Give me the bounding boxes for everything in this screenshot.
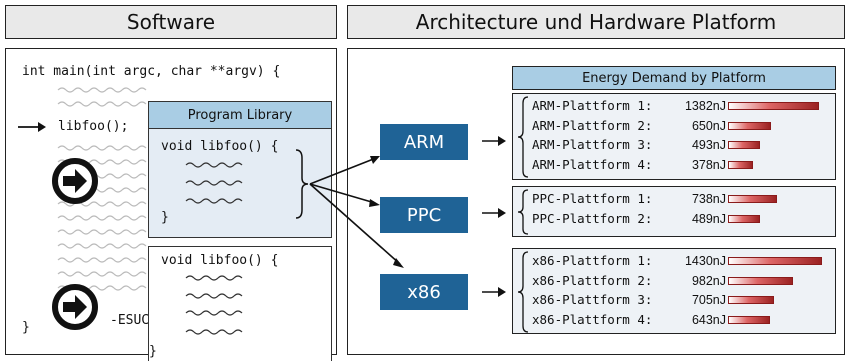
arrow-to-x86 [309,183,401,265]
energy-bar [728,195,777,203]
energy-row-value: 705nJ [691,293,726,307]
libfoo-call: libfoo(); [58,119,129,134]
main-signature: int main(int argc, char **argv) { [22,64,281,79]
platform-arm: ARM [380,124,468,160]
energy-row-label: ARM-Plattform 1: [532,98,653,113]
software-header: Software [5,5,337,39]
software-decorations [18,87,147,330]
energy-row-label: x86-Plattform 2: [532,272,653,288]
energy-row-value: 982nJ [691,273,726,288]
energy-brace-ppc [517,189,529,235]
energy-bar [728,214,761,223]
energy-row-label: x86-Plattform 1: [532,253,653,268]
energy-row-label: x86-Plattform 3: [532,292,653,307]
energy-row-value: 493nJ [691,138,726,152]
energy-brace-arm [517,96,529,178]
energy-row-value: 378nJ [691,157,726,172]
energy-group-ppc [512,186,836,237]
library-variant: void libfoo() { } [148,246,332,361]
energy-bar [728,160,753,169]
architecture-header-label: Architecture und Hardware Platform [415,10,777,34]
library-closing-brace: } [161,210,169,225]
arrow-arm-energy-head [498,136,506,146]
energy-bar [728,315,771,324]
energy-row-label: ARM-Plattform 2: [532,117,653,133]
energy-bar [728,141,761,149]
arrow-to-ppc [309,183,376,204]
platform-ppc-label: PPC [406,204,442,226]
energy-bar [728,276,793,285]
circled-arrow-icon [52,284,98,330]
energy-title-bar: Energy Demand by Platform [512,66,836,90]
arrow-to-arm-head [370,156,380,164]
energy-bar [728,121,771,130]
energy-row-value: 738nJ [691,192,726,206]
arrow-to-x86-head [393,258,404,268]
circled-arrow-icon [52,158,98,204]
energy-brace-x86 [517,251,529,333]
arrow-ppc-energy-head [498,208,506,218]
energy-row-label: PPC-Plattform 1: [532,191,653,206]
energy-row-value: 643nJ [691,312,726,327]
arrow-x86-energy-head [498,287,506,297]
energy-row-label: ARM-Plattform 4: [532,156,653,172]
energy-row-value: 1382nJ [684,99,726,113]
library-brace [295,149,309,219]
energy-row-label: ARM-Plattform 3: [532,137,653,152]
energy-row-label: x86-Plattform 4: [532,311,653,327]
platform-arm-label: ARM [403,131,445,153]
program-library-title: Program Library [187,107,293,123]
energy-bar [728,102,819,110]
partial-text: -ESUC [110,313,150,328]
energy-row-value: 1430nJ [684,254,726,268]
energy-bar [728,296,775,304]
platform-ppc: PPC [380,197,468,233]
energy-title: Energy Demand by Platform [582,70,766,86]
software-header-label: Software [126,10,216,34]
architecture-header: Architecture und Hardware Platform [347,5,845,39]
variant-closing-brace: } [149,344,157,359]
energy-row-label: PPC-Plattform 2: [532,210,653,226]
variant-func-signature: void libfoo() { [161,253,279,268]
pointer-arrow-icon [18,122,46,132]
energy-row-value: 489nJ [691,211,726,226]
library-func-signature: void libfoo() { [161,139,279,154]
platform-x86-label: x86 [407,281,441,303]
arrow-to-arm [309,157,377,185]
arrow-to-ppc-head [369,199,380,207]
energy-row-value: 650nJ [691,118,726,133]
energy-bar [728,257,822,265]
platform-x86: x86 [380,274,468,310]
main-closing-brace: } [22,320,30,335]
program-library-title-bar: Program Library [149,102,331,129]
